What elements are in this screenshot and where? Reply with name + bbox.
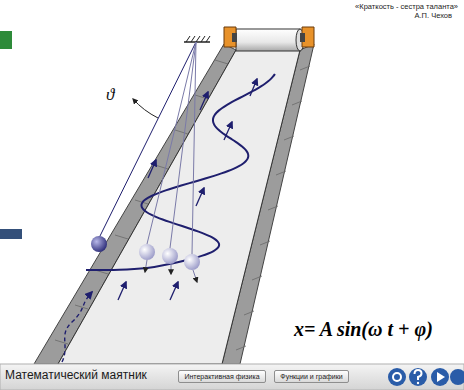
paper-belt [58,50,300,364]
pendulum-bob [91,236,107,252]
side-tab [0,31,12,49]
pendulum-bob [162,248,178,264]
pendulum-bob [184,254,200,270]
side-tab [0,229,22,239]
nav-icons [388,368,464,386]
pendulum-bob [139,244,155,260]
quote-author: А.П. Чехов [415,11,452,20]
angle-symbol: ϑ [106,86,114,105]
bracket [224,27,236,47]
slide-title: Математический маятник [5,368,147,382]
angle-arc [133,99,158,118]
bottom-bar [0,364,464,390]
slide-title: Математический маятник [5,369,147,382]
pendulum-strings [99,42,196,254]
bracket [300,33,305,42]
quote-author: А.П. Чехов [415,12,452,20]
belt-trace [62,292,92,362]
button-label: Функции и графики [280,373,342,381]
sine-trace [86,74,275,270]
nav-button: Функции и графики [274,370,349,383]
quote: «Краткость - сестра таланта» [355,3,458,11]
bracket [232,33,237,42]
roller [236,29,300,51]
formula: x= A sin(ω t + φ) [294,318,433,340]
formula: x= A sin(ω t + φ) [294,318,433,340]
quote: «Краткость - сестра таланта» [355,2,458,11]
nav-button: Интерактивная физика [178,370,266,383]
angle-symbol: ϑ [106,85,114,104]
button-label: Интерактивная физика [184,373,259,381]
ceiling-hatch [184,36,210,42]
